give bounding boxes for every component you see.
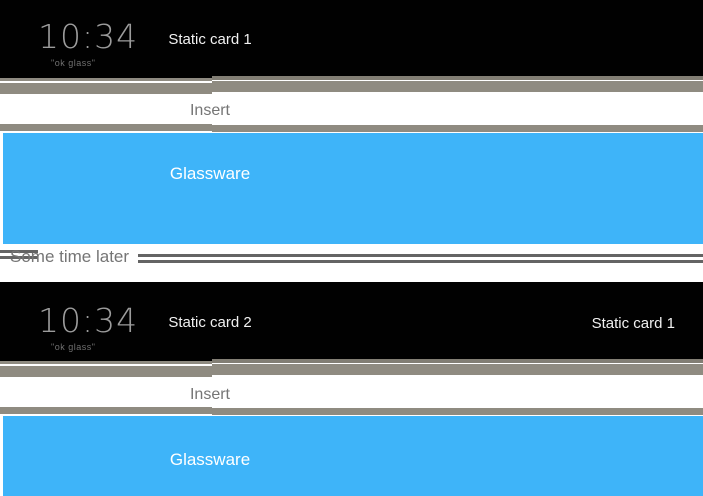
insert-card-1: Insert	[0, 94, 703, 124]
glassware-label-2: Glassware	[169, 450, 251, 469]
separator-line-right-top	[138, 254, 703, 257]
separator-label: Some time later	[10, 247, 130, 266]
timeline-card-1: 10:34 "ok glass" Static card 1	[0, 0, 703, 76]
static-card-1-label: Static card 1	[168, 31, 252, 48]
glassware-card-2: Glassware	[3, 416, 703, 496]
timeline-bar	[212, 76, 703, 80]
clock-text: 10:34	[38, 301, 139, 340]
timeline-bar	[212, 364, 703, 375]
timeline-bar	[0, 83, 212, 94]
timeline-bar	[0, 361, 212, 364]
glassware-label-1: Glassware	[169, 164, 251, 183]
hotword-text: "ok glass"	[51, 342, 96, 352]
static-card-1-shifted-label: Static card 1	[591, 315, 675, 332]
timeline-bar	[212, 408, 703, 415]
timeline-bar	[0, 407, 212, 414]
timeline-bar	[212, 125, 703, 132]
separator-line-left-top	[0, 250, 38, 253]
insert-card-2: Insert	[0, 377, 703, 407]
glassware-card-1: Glassware	[3, 133, 703, 244]
separator-line-right-bottom	[138, 260, 703, 263]
timeline-card-2-edge	[0, 359, 212, 361]
static-card-2-label: Static card 2	[168, 314, 252, 331]
timeline-bar	[212, 81, 703, 92]
clock-text: 10:34	[38, 17, 139, 56]
insert-label-2: Insert	[189, 386, 230, 403]
separator-line-left-bottom	[0, 256, 38, 259]
timeline-bar	[212, 359, 703, 363]
timeline-bar	[0, 124, 212, 131]
insert-label-1: Insert	[189, 102, 230, 119]
hotword-text: "ok glass"	[51, 58, 96, 68]
timeline-card-1-edge	[0, 76, 212, 78]
timeline-bar	[0, 366, 212, 377]
timeline-bar	[0, 78, 212, 81]
timeline-card-2: 10:34 "ok glass" Static card 2 Static ca…	[0, 282, 703, 359]
